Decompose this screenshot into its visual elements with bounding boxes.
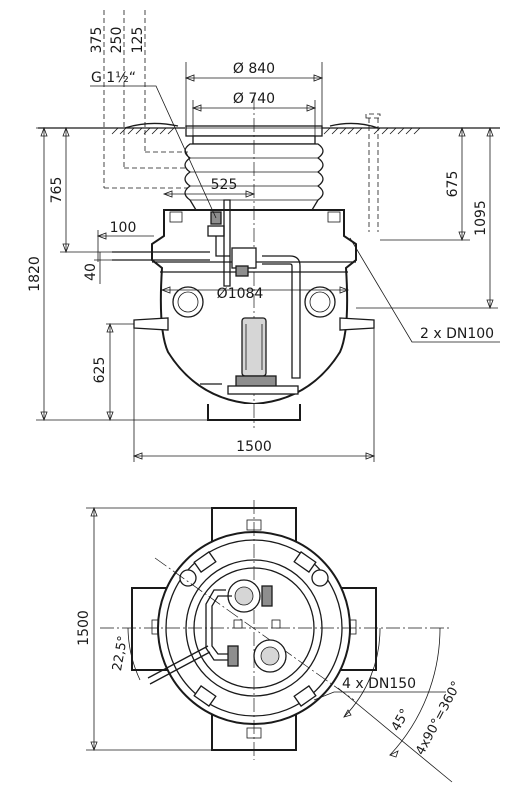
pump-unit	[200, 317, 299, 395]
side-view: 375 250 125 G 1½“ Ø 840 Ø 740 525 765 67…	[27, 10, 500, 462]
angle-22-5: 22,5°	[110, 635, 131, 673]
dim-840: Ø 840	[233, 61, 275, 77]
dim-1500-side: 1500	[236, 439, 272, 455]
side-dimension-labels: 375 250 125 G 1½“ Ø 840 Ø 740 525 765 67…	[27, 27, 494, 455]
pump-top-view	[147, 579, 287, 685]
inlet-count-label: 4 x DN150	[342, 676, 416, 692]
dim-1084: Ø1084	[217, 286, 264, 302]
top-dimension-lines	[86, 506, 453, 783]
dim-675: 675	[445, 171, 461, 198]
vent-pipe-dashed	[365, 113, 381, 232]
dim-1095: 1095	[473, 200, 489, 236]
dim-40: 40	[83, 263, 99, 281]
dim-250: 250	[109, 27, 125, 54]
dim-625: 625	[92, 357, 108, 384]
thread-label: G 1½“	[91, 70, 136, 86]
angle-total: 4x90°=360°	[413, 679, 464, 758]
dim-740: Ø 740	[233, 91, 275, 107]
dim-125: 125	[130, 27, 146, 54]
dim-100: 100	[110, 220, 137, 236]
inlet-note: 2 x DN100	[420, 326, 494, 342]
dim-1820: 1820	[27, 256, 43, 292]
dim-765: 765	[49, 177, 65, 204]
dim-525: 525	[211, 177, 238, 193]
discharge-pipework	[112, 199, 301, 379]
top-view: 1500 22,5° 4 x DN150 45° 4x90°=360°	[76, 500, 465, 783]
side-dimension-lines	[36, 10, 500, 462]
dim-1500-top: 1500	[76, 610, 92, 646]
dim-375: 375	[89, 27, 105, 54]
rim-inlets	[179, 551, 329, 707]
